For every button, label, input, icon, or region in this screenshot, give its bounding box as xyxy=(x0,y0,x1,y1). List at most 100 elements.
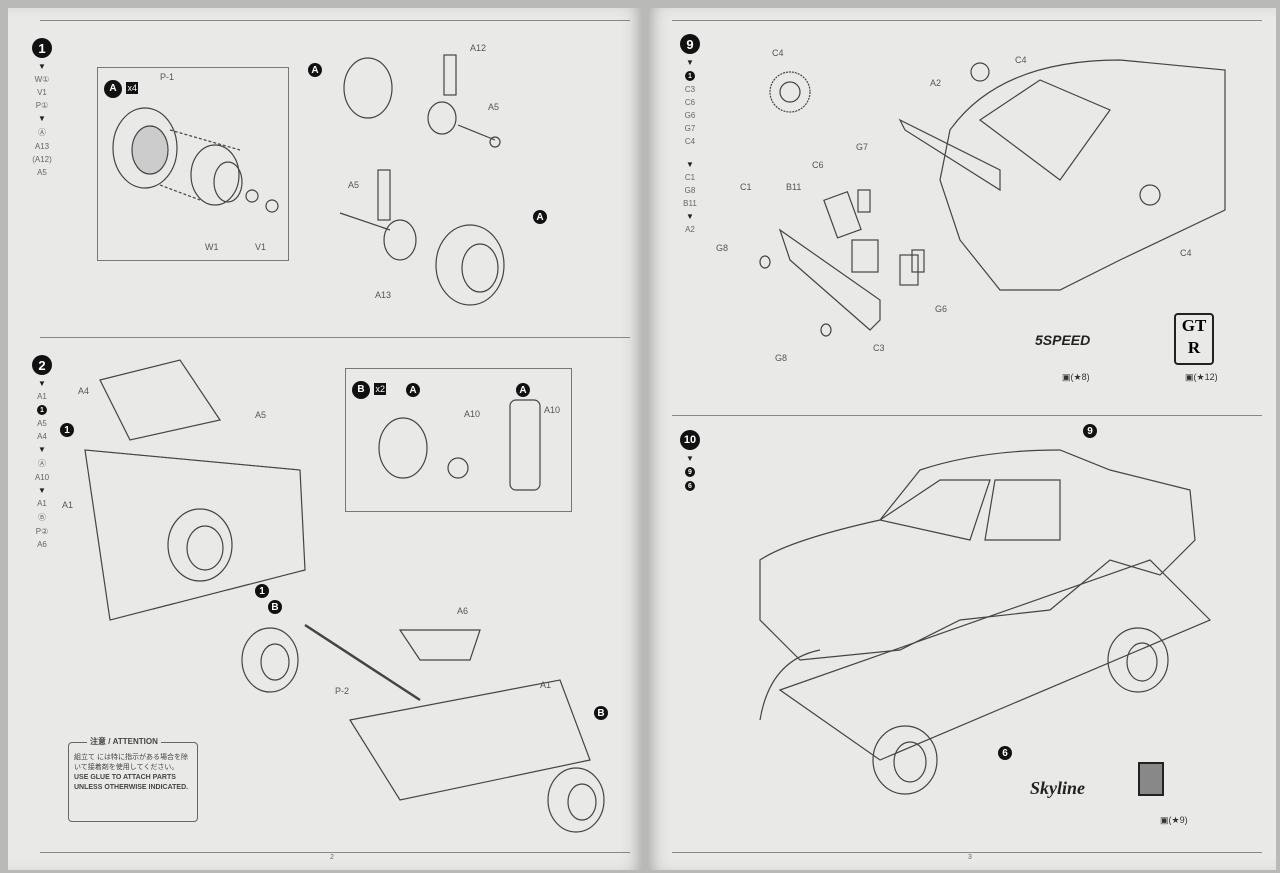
part-ref: Ⓐ xyxy=(38,459,46,468)
step1-parts-list: 1 ▼ W① V1 P① ▼ Ⓐ A13 (A12) A5 xyxy=(27,38,57,177)
part-label: C4 xyxy=(1015,55,1027,65)
step-number: 9 xyxy=(680,34,700,54)
arrow-down-icon: ▼ xyxy=(686,160,694,169)
step-number: 2 xyxy=(32,355,52,375)
part-label: G7 xyxy=(856,142,869,152)
part-label: G8 xyxy=(716,243,729,253)
step-number: 10 xyxy=(680,430,700,450)
part-label: W1 xyxy=(205,242,219,252)
attention-text-japanese: 組立て には特に指示がある場合を除いて接着剤を使用してください。 xyxy=(74,754,188,771)
part-label: V1 xyxy=(255,242,267,252)
part-label: C4 xyxy=(772,48,784,58)
decal-number-9: ▣(★9) xyxy=(1160,815,1188,825)
step-ref: 9 xyxy=(1083,424,1097,438)
decal-5speed-logo: 5SPEED xyxy=(1035,332,1091,348)
part-ref: C1 xyxy=(684,173,696,182)
subassembly-badge: A xyxy=(104,79,122,98)
part-ref: A5 xyxy=(37,419,47,428)
part-label: B11 xyxy=(786,182,802,192)
part-label: A12 xyxy=(470,43,487,53)
arrow-down-icon: ▼ xyxy=(686,212,694,221)
callout-a: A xyxy=(516,383,530,397)
part-label: P-2 xyxy=(335,686,350,696)
part-ref: C3 xyxy=(684,85,696,94)
part-ref: A10 xyxy=(34,473,50,482)
step-divider xyxy=(40,337,630,338)
attention-notice: 注意 / ATTENTION 組立て には特に指示がある場合を除いて接着剤を使用… xyxy=(68,737,198,822)
step9-parts-list: 9 ▼ 1 C3 C6 G6 G7 C4 ▼ C1 G8 B11 ▼ A2 xyxy=(675,34,705,234)
attention-title: 注意 / ATTENTION xyxy=(87,737,161,747)
part-label: G8 xyxy=(775,353,788,363)
part-label: P-1 xyxy=(160,72,175,82)
part-label: A2 xyxy=(930,78,942,88)
part-ref: G8 xyxy=(684,186,696,195)
part-ref: V1 xyxy=(37,88,47,97)
callout-a: A xyxy=(308,63,322,77)
part-ref: P① xyxy=(35,101,49,110)
decal-number-8: ▣(★8) xyxy=(1062,372,1090,382)
part-ref: A4 xyxy=(37,432,47,441)
step-ref: 1 xyxy=(255,584,269,598)
step-ref: 6 xyxy=(685,481,695,491)
step-ref: 1 xyxy=(37,405,47,415)
part-ref: G6 xyxy=(684,111,696,120)
part-label: C6 xyxy=(812,160,824,170)
top-rule xyxy=(40,20,630,21)
part-label: C3 xyxy=(873,343,885,353)
part-ref: W① xyxy=(34,75,50,84)
part-ref: Ⓑ xyxy=(38,513,46,522)
step-ref: 1 xyxy=(60,423,74,437)
decal-skyline-logo: Skyline xyxy=(1030,778,1086,798)
part-ref: (A12) xyxy=(32,155,52,164)
part-ref: C6 xyxy=(684,98,696,107)
callout-a: A xyxy=(406,383,420,397)
step-ref: 1 xyxy=(685,71,695,81)
part-ref: A5 xyxy=(37,168,47,177)
callout-b: B xyxy=(594,706,608,720)
step10-parts-list: 10 ▼ 9 6 xyxy=(675,430,705,491)
gtr-text: GT R xyxy=(1181,316,1207,357)
part-label: A13 xyxy=(375,290,392,300)
arrow-down-icon: ▼ xyxy=(38,114,46,123)
part-ref: Ⓐ xyxy=(38,128,46,137)
callout-a: A xyxy=(533,210,547,224)
arrow-down-icon: ▼ xyxy=(38,486,46,495)
bottom-rule xyxy=(672,852,1262,853)
step-ref: 6 xyxy=(998,746,1012,760)
part-ref: P② xyxy=(35,527,49,536)
part-label: A5 xyxy=(488,102,500,112)
quantity-badge: x2 xyxy=(374,383,386,395)
tire-drawing xyxy=(112,107,178,189)
step-ref: 9 xyxy=(685,467,695,477)
part-label: A1 xyxy=(62,500,74,510)
step-divider xyxy=(672,415,1262,416)
bottom-rule xyxy=(40,852,630,853)
part-label: C4 xyxy=(1180,248,1192,258)
part-label: A6 xyxy=(457,606,469,616)
page-number: 3 xyxy=(968,854,972,861)
part-label: C1 xyxy=(740,182,752,192)
attention-text-english: USE GLUE TO ATTACH PARTS UNLESS OTHERWIS… xyxy=(74,774,189,791)
part-label: A5 xyxy=(348,180,360,190)
arrow-down-icon: ▼ xyxy=(686,454,694,463)
part-label: A10 xyxy=(544,405,561,415)
arrow-down-icon: ▼ xyxy=(38,445,46,454)
part-ref: A1 xyxy=(37,499,47,508)
part-label: G6 xyxy=(935,304,948,314)
part-ref: A6 xyxy=(37,540,47,549)
part-ref: A2 xyxy=(685,225,695,234)
part-ref: C4 xyxy=(684,137,696,146)
decal-badge xyxy=(1138,762,1164,796)
quantity-badge: x4 xyxy=(126,82,138,94)
step2-parts-list: 2 ▼ A1 1 A5 A4 ▼ Ⓐ A10 ▼ A1 Ⓑ P② A6 xyxy=(27,355,57,549)
arrow-down-icon: ▼ xyxy=(686,58,694,67)
part-ref: A1 xyxy=(37,392,47,401)
step-number: 1 xyxy=(32,38,52,58)
part-ref: G7 xyxy=(684,124,696,133)
part-label: A10 xyxy=(464,409,481,419)
part-label: A1 xyxy=(540,680,552,690)
decal-number-12: ▣(★12) xyxy=(1185,372,1218,382)
decal-gtr-emblem: GT R xyxy=(1174,313,1214,365)
part-ref: A13 xyxy=(34,142,50,151)
